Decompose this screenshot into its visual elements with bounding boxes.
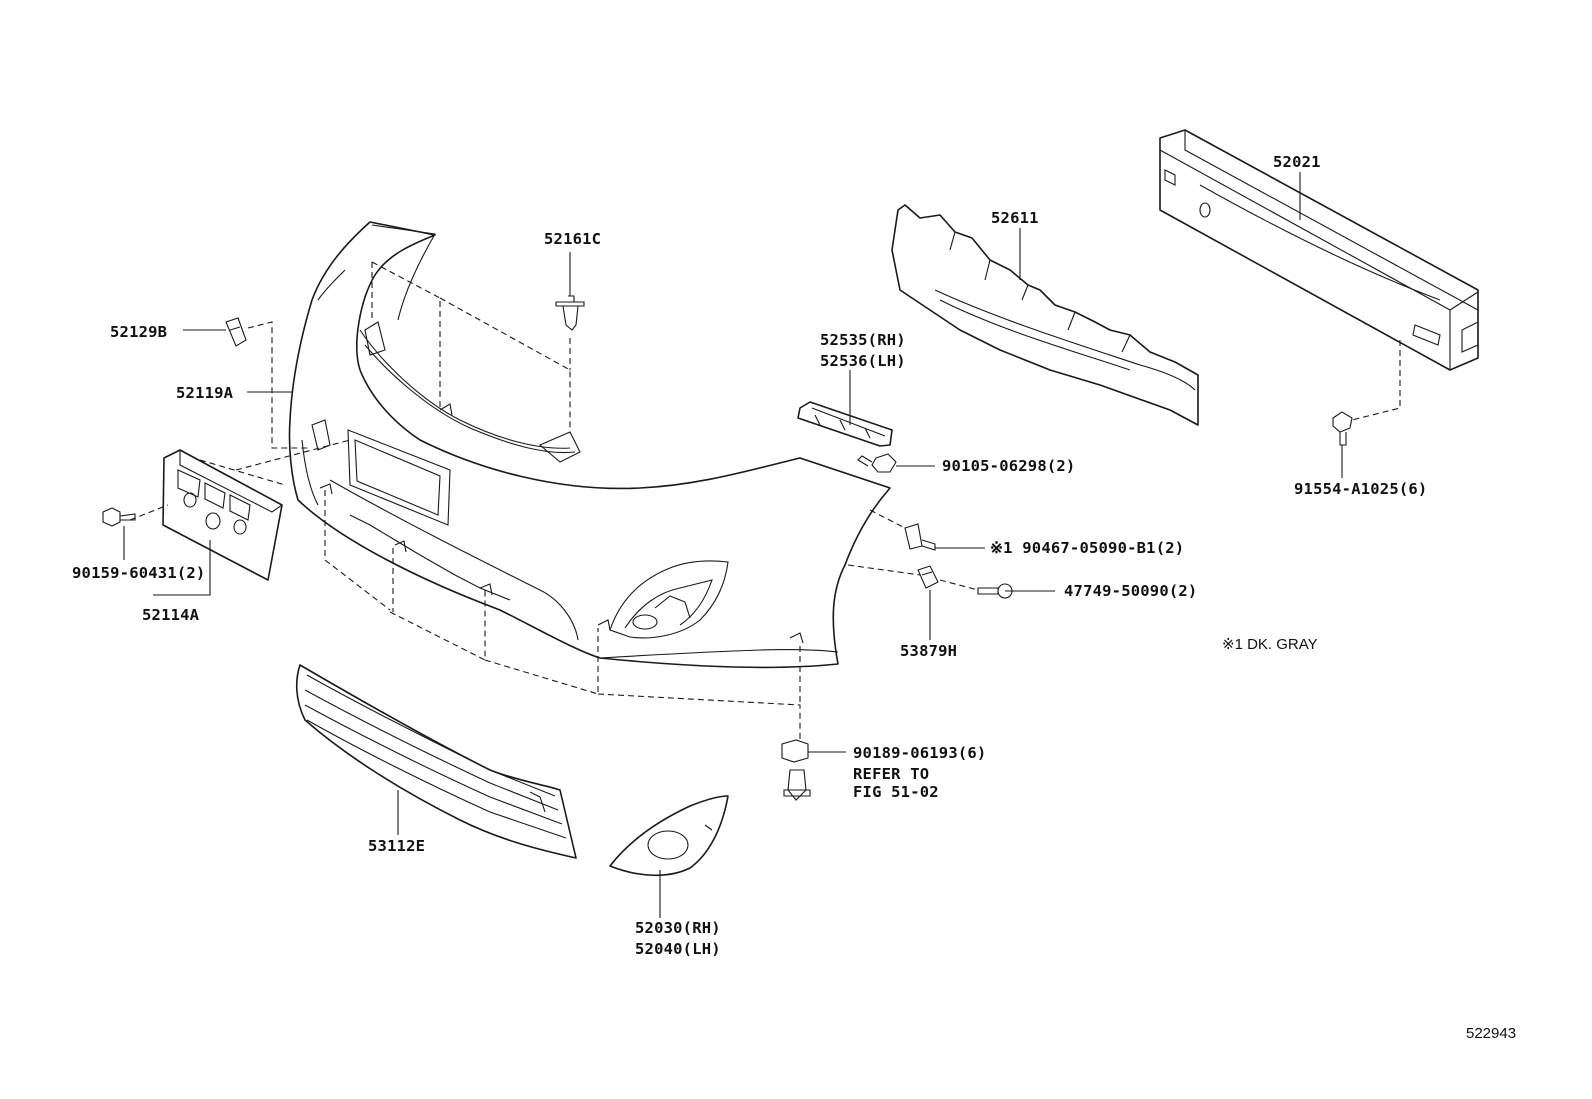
label-52535: 52535(RH) xyxy=(820,331,906,349)
label-90159-60431: 90159-60431(2) xyxy=(72,564,205,582)
clip-52129B xyxy=(225,317,247,347)
label-52021: 52021 xyxy=(1273,153,1321,171)
retainer-53879H xyxy=(917,565,939,589)
clip-90467 xyxy=(904,523,936,551)
label-90105-06298: 90105-06298(2) xyxy=(942,457,1075,475)
label-refer-to: REFER TO xyxy=(853,765,929,783)
clip-90189 xyxy=(781,739,811,801)
fog-lamp-cover xyxy=(609,795,729,877)
energy-absorber xyxy=(891,204,1199,426)
label-53112E: 53112E xyxy=(368,837,425,855)
bumper-cover xyxy=(288,221,891,669)
label-52611: 52611 xyxy=(991,209,1039,227)
leader-lines xyxy=(123,172,1343,918)
bumper-reinforcement xyxy=(1159,129,1479,371)
side-retainer xyxy=(797,401,893,447)
label-52129B: 52129B xyxy=(110,323,167,341)
label-52114A: 52114A xyxy=(142,606,200,624)
clip-52161C xyxy=(555,295,585,331)
label-fig-51-02: FIG 51-02 xyxy=(853,783,939,801)
bolt-90105 xyxy=(857,453,897,473)
lower-grille xyxy=(295,664,577,859)
label-52040: 52040(LH) xyxy=(635,940,721,958)
figure-id: 522943 xyxy=(1466,1025,1516,1042)
license-bracket xyxy=(162,449,283,581)
label-52119A: 52119A xyxy=(176,384,234,402)
assembly-lines xyxy=(129,261,1401,740)
note-dk-gray: ※1 DK. GRAY xyxy=(1222,636,1318,653)
label-90467-05090-B1: ※1 90467-05090-B1(2) xyxy=(990,539,1184,557)
label-52161C: 52161C xyxy=(544,230,601,248)
bolt-91554 xyxy=(1332,411,1353,446)
label-52030: 52030(RH) xyxy=(635,919,721,937)
label-47749-50090: 47749-50090(2) xyxy=(1064,582,1197,600)
label-91554-A1025: 91554-A1025(6) xyxy=(1294,480,1427,498)
label-90189-06193: 90189-06193(6) xyxy=(853,744,986,762)
label-53879H: 53879H xyxy=(900,642,957,660)
screw-90159 xyxy=(102,507,136,527)
label-52536: 52536(LH) xyxy=(820,352,906,370)
